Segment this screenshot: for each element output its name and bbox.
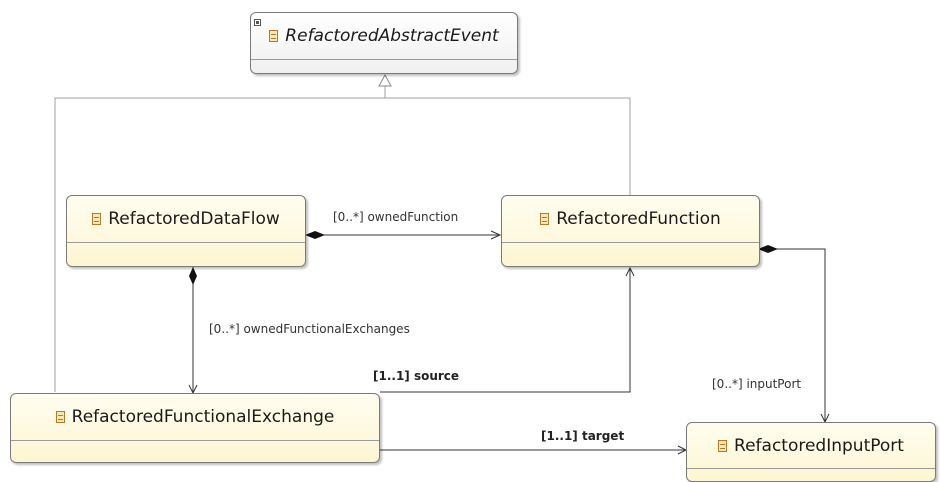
owned-functional-exchanges-diamond: [189, 267, 197, 285]
class-name: RefactoredFunction: [556, 209, 721, 229]
class-header: RefactoredFunction: [502, 196, 759, 243]
class-header: RefactoredInputPort: [687, 423, 935, 469]
generalization-edge-left[interactable]: [54, 84, 386, 392]
class-header: RefactoredDataFlow: [67, 196, 305, 243]
abstract-marker-icon: [254, 19, 261, 26]
class-box-refactored-data-flow[interactable]: RefactoredDataFlow: [66, 195, 306, 267]
generalization-edge-right[interactable]: [385, 97, 631, 195]
class-name: RefactoredInputPort: [734, 435, 904, 456]
class-icon: [718, 439, 728, 452]
class-box-refactored-function[interactable]: RefactoredFunction: [501, 195, 760, 267]
owned-function-arrowhead: [490, 230, 502, 240]
class-icon: [269, 30, 279, 42]
class-header: RefactoredFunctionalExchange: [11, 394, 379, 441]
class-box-refactored-input-port[interactable]: RefactoredInputPort: [686, 422, 936, 482]
class-header: RefactoredAbstractEvent: [251, 13, 517, 60]
generalization-arrowhead: [378, 73, 392, 87]
owned-functional-exchanges-label: [0..*] ownedFunctionalExchanges: [209, 322, 410, 336]
class-icon: [92, 213, 102, 225]
class-name: RefactoredFunctionalExchange: [71, 407, 335, 427]
class-box-refactored-abstract-event[interactable]: RefactoredAbstractEvent: [250, 12, 518, 74]
class-icon: [55, 411, 65, 423]
class-name: RefactoredAbstractEvent: [285, 26, 499, 46]
source-edge[interactable]: [380, 268, 631, 393]
source-arrowhead: [625, 266, 635, 277]
input-port-edge[interactable]: [760, 248, 826, 422]
class-box-refactored-functional-exchange[interactable]: RefactoredFunctionalExchange: [10, 393, 380, 463]
owned-function-diamond: [305, 231, 325, 239]
source-label: [1..1] source: [373, 369, 460, 383]
class-icon: [540, 213, 550, 225]
target-label: [1..1] target: [541, 429, 625, 443]
owned-function-label: [0..*] ownedFunction: [333, 210, 459, 224]
input-port-label: [0..*] inputPort: [712, 377, 802, 391]
input-port-diamond: [758, 245, 778, 253]
class-name: RefactoredDataFlow: [108, 209, 280, 229]
